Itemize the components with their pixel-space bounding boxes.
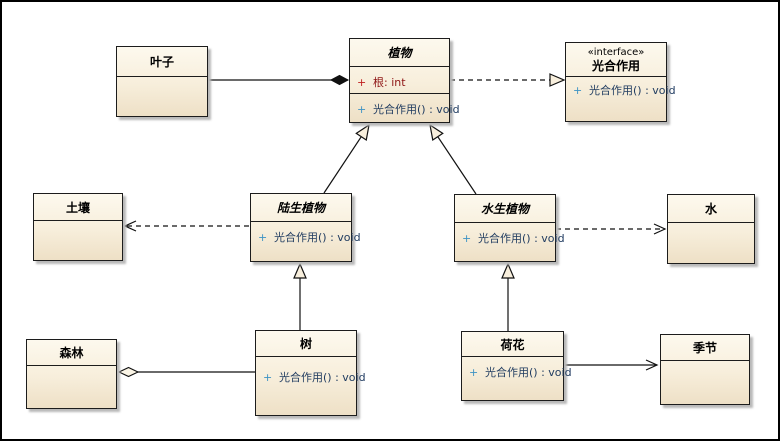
visibility-symbol: + — [258, 231, 268, 244]
class-box-land-plant[interactable]: 陆生植物 + 光合作用() : void — [250, 193, 361, 262]
method-row: + 光合作用() : void — [256, 357, 366, 385]
class-name: 荷花 — [500, 337, 525, 352]
method-text: 光合作用() : void — [274, 231, 361, 244]
class-box-season[interactable]: 季节 — [660, 334, 750, 405]
stereotype-label: «interface» — [587, 46, 645, 58]
class-name: 树 — [299, 337, 312, 351]
class-name: 光合作用 — [591, 58, 640, 73]
class-name: 季节 — [692, 341, 717, 355]
class-name: 植物 — [387, 46, 412, 60]
method-compartment: + 光合作用() : void — [455, 222, 565, 261]
class-box-lotus[interactable]: 荷花 + 光合作用() : void — [461, 331, 572, 401]
class-box-soil[interactable]: 土壤 — [33, 193, 123, 261]
method-text: 光合作用() : void — [478, 232, 565, 245]
method-row: + 光合作用() : void — [350, 94, 460, 117]
method-compartment: + 光合作用() : void — [566, 76, 676, 121]
method-text: 光合作用() : void — [279, 371, 366, 384]
visibility-symbol: + — [469, 366, 479, 379]
attribute-compartment — [668, 222, 754, 263]
class-title: 树 — [256, 331, 356, 356]
class-name: 土壤 — [65, 200, 90, 215]
class-title: 水 — [668, 195, 754, 222]
class-title: 季节 — [661, 335, 749, 360]
attribute-row: + 根: int — [350, 67, 449, 90]
class-name: 水生植物 — [480, 202, 529, 216]
class-title: 水生植物 — [455, 195, 555, 222]
class-name: 森林 — [59, 346, 84, 360]
class-box-water-plant[interactable]: 水生植物 + 光合作用() : void — [454, 194, 565, 262]
method-row: + 光合作用() : void — [462, 357, 572, 380]
attribute-compartment: + 根: int — [350, 66, 449, 93]
edge-generalization-landplant-plant[interactable] — [323, 123, 370, 194]
class-title: 植物 — [350, 39, 449, 66]
class-name: 陆生植物 — [276, 201, 325, 215]
class-box-plant[interactable]: 植物 + 根: int + 光合作用() : void — [349, 38, 460, 123]
method-row: + 光合作用() : void — [566, 77, 676, 98]
method-row: + 光合作用() : void — [455, 223, 565, 246]
attribute-compartment — [34, 220, 122, 260]
class-title: 陆生植物 — [251, 194, 351, 221]
edge-generalization-waterplant-plant[interactable] — [429, 123, 477, 195]
class-box-photosynthesis-interface[interactable]: «interface» 光合作用 + 光合作用() : void — [565, 42, 676, 122]
class-title: 荷花 — [462, 332, 563, 356]
class-title: «interface» 光合作用 — [566, 43, 666, 76]
visibility-symbol: + — [357, 103, 367, 116]
class-box-leaf[interactable]: 叶子 — [116, 46, 208, 117]
method-text: 光合作用() : void — [485, 366, 572, 379]
visibility-symbol: + — [573, 84, 583, 97]
method-compartment: + 光合作用() : void — [350, 93, 460, 122]
class-box-tree[interactable]: 树 + 光合作用() : void — [255, 330, 366, 416]
method-compartment: + 光合作用() : void — [462, 356, 572, 400]
class-title: 森林 — [27, 340, 116, 365]
class-name: 水 — [704, 202, 717, 216]
class-box-water[interactable]: 水 — [667, 194, 755, 264]
method-compartment: + 光合作用() : void — [251, 221, 361, 261]
class-name: 叶子 — [149, 55, 174, 69]
class-box-forest[interactable]: 森林 — [26, 339, 117, 409]
class-title: 土壤 — [34, 194, 122, 220]
class-title: 叶子 — [117, 47, 207, 76]
attribute-text: 根: int — [373, 76, 406, 89]
method-text: 光合作用() : void — [373, 103, 460, 116]
method-text: 光合作用() : void — [589, 84, 676, 97]
visibility-symbol: + — [462, 232, 472, 245]
attribute-compartment — [27, 365, 116, 408]
attribute-compartment — [117, 76, 207, 116]
visibility-symbol: + — [263, 371, 273, 384]
method-row: + 光合作用() : void — [251, 222, 361, 245]
visibility-symbol: + — [357, 76, 367, 89]
method-compartment: + 光合作用() : void — [256, 356, 366, 415]
attribute-compartment — [661, 360, 749, 404]
